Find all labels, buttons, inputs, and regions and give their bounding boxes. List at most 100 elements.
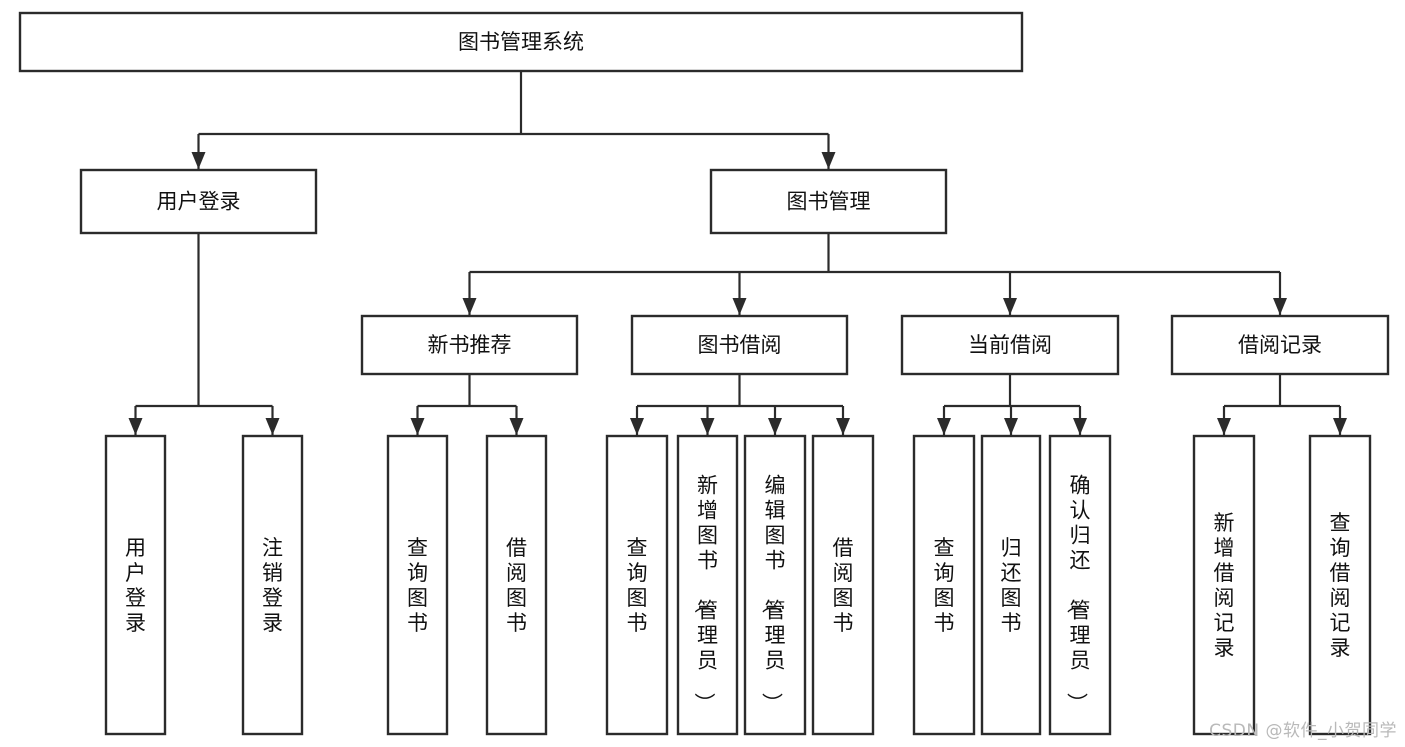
node-label: 图书借阅: [698, 333, 782, 357]
arrowhead-icon: [265, 418, 280, 435]
node-box[interactable]: [79, 168, 318, 235]
arrowhead-icon: [937, 418, 951, 435]
arrowhead-shape: [836, 418, 850, 435]
arrowhead-icon: [732, 298, 747, 315]
node-label: 注销登录: [262, 536, 283, 635]
arrowhead-shape: [410, 418, 425, 435]
arrowhead-shape: [700, 418, 715, 435]
node-label: 当前借阅: [968, 333, 1052, 357]
node-leaf-add-borrow-record[interactable]: 新增借阅记录: [1192, 434, 1256, 736]
arrowhead-shape: [509, 418, 524, 435]
arrowhead-shape: [128, 418, 143, 435]
arrowhead-icon: [1217, 418, 1231, 435]
arrowhead-icon: [1273, 298, 1287, 315]
node-box[interactable]: [1308, 434, 1372, 736]
node-label: 用户登录: [125, 536, 146, 635]
node-box[interactable]: [485, 434, 548, 736]
node-book-management[interactable]: 图书管理: [709, 168, 948, 235]
arrowhead-icon: [128, 418, 143, 435]
node-box[interactable]: [676, 434, 739, 736]
arrowhead-icon: [1003, 298, 1017, 315]
node-box[interactable]: [18, 11, 1024, 73]
node-box[interactable]: [386, 434, 449, 736]
node-box[interactable]: [104, 434, 167, 736]
node-box[interactable]: [709, 168, 948, 235]
arrowhead-shape: [191, 152, 206, 169]
node-label: 借阅图书: [506, 536, 527, 635]
node-label: 查询图书: [627, 536, 648, 635]
node-label: 借阅记录: [1238, 333, 1322, 357]
arrowhead-icon: [462, 298, 477, 315]
node-box[interactable]: [360, 314, 579, 376]
node-box[interactable]: [1170, 314, 1390, 376]
node-label: 借阅图书: [833, 536, 854, 635]
node-leaf-borrow-book[interactable]: 借阅图书: [811, 434, 875, 736]
node-user-login[interactable]: 用户登录: [79, 168, 318, 235]
node-label: 新增借阅记录: [1214, 511, 1235, 660]
node-label: 归还图书: [1001, 536, 1022, 635]
node-layer: 图书管理系统用户登录图书管理新书推荐图书借阅当前借阅借阅记录用户登录注销登录查询…: [18, 11, 1390, 736]
node-label: 新书推荐: [428, 333, 512, 357]
arrowhead-shape: [1333, 418, 1347, 435]
node-box[interactable]: [1192, 434, 1256, 736]
node-box[interactable]: [900, 314, 1120, 376]
node-leaf-query-book-new[interactable]: 查询图书: [386, 434, 449, 736]
watermark-label: CSDN @软件_小贺同学: [1209, 721, 1397, 741]
node-new-book-recommend[interactable]: 新书推荐: [360, 314, 579, 376]
node-box[interactable]: [980, 434, 1042, 736]
arrowhead-icon: [700, 418, 715, 435]
node-leaf-logout-login[interactable]: 注销登录: [241, 434, 304, 736]
node-leaf-user-login[interactable]: 用户登录: [104, 434, 167, 736]
node-label: 用户登录: [157, 190, 241, 214]
node-box[interactable]: [1048, 434, 1112, 736]
arrowhead-icon: [191, 152, 206, 169]
node-leaf-query-book-borrow[interactable]: 查询图书: [605, 434, 669, 736]
arrowhead-icon: [836, 418, 850, 435]
arrowhead-icon: [821, 152, 836, 169]
arrowhead-shape: [462, 298, 477, 315]
arrowhead-icon: [509, 418, 524, 435]
connector-layer: [128, 71, 1347, 435]
arrowhead-icon: [410, 418, 425, 435]
arrowhead-icon: [1004, 418, 1018, 435]
node-leaf-add-book-admin[interactable]: 新增图书（管理员）: [676, 434, 739, 736]
node-box[interactable]: [912, 434, 976, 736]
arrowhead-shape: [821, 152, 836, 169]
node-leaf-return-book[interactable]: 归还图书: [980, 434, 1042, 736]
node-label: 查询图书: [934, 536, 955, 635]
node-box[interactable]: [630, 314, 849, 376]
arrowhead-shape: [1273, 298, 1287, 315]
node-label: 图书管理系统: [458, 30, 584, 54]
node-leaf-query-borrow-record[interactable]: 查询借阅记录: [1308, 434, 1372, 736]
node-box[interactable]: [743, 434, 807, 736]
arrowhead-shape: [1073, 418, 1087, 435]
node-label: 新增图书（管理员）: [692, 474, 718, 714]
node-leaf-borrow-book-new[interactable]: 借阅图书: [485, 434, 548, 736]
node-leaf-edit-book-admin[interactable]: 编辑图书（管理员）: [743, 434, 807, 736]
node-borrow-record[interactable]: 借阅记录: [1170, 314, 1390, 376]
node-leaf-confirm-return-admin[interactable]: 确认归还（管理员）: [1048, 434, 1112, 736]
node-label: 编辑图书（管理员）: [760, 474, 786, 714]
arrowhead-icon: [768, 418, 782, 435]
arrowhead-icon: [1333, 418, 1347, 435]
node-label: 确认归还（管理员）: [1065, 474, 1091, 714]
node-book-borrow[interactable]: 图书借阅: [630, 314, 849, 376]
node-box[interactable]: [605, 434, 669, 736]
node-box[interactable]: [811, 434, 875, 736]
arrowhead-icon: [1073, 418, 1087, 435]
arrowhead-shape: [630, 418, 644, 435]
arrowhead-shape: [768, 418, 782, 435]
node-leaf-query-book-current[interactable]: 查询图书: [912, 434, 976, 736]
node-label: 查询借阅记录: [1330, 511, 1351, 660]
arrowhead-shape: [732, 298, 747, 315]
arrowhead-shape: [1217, 418, 1231, 435]
node-label: 查询图书: [407, 536, 428, 635]
arrowhead-shape: [1004, 418, 1018, 435]
arrowhead-shape: [265, 418, 280, 435]
node-box[interactable]: [241, 434, 304, 736]
arrowhead-shape: [937, 418, 951, 435]
node-current-borrow[interactable]: 当前借阅: [900, 314, 1120, 376]
node-root-system[interactable]: 图书管理系统: [18, 11, 1024, 73]
